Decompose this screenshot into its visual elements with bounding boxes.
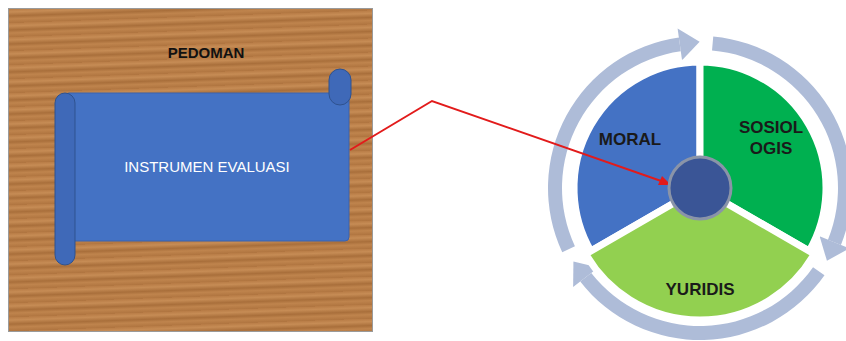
node-shape xyxy=(586,186,816,326)
wood-board: PEDOMAN INSTRUMEN EVALUASI xyxy=(8,8,373,332)
node-label: MORAL xyxy=(580,129,680,150)
node-label: INSTRUMEN EVALUASI xyxy=(77,158,337,177)
scroll-banner: INSTRUMEN EVALUASI xyxy=(53,65,353,269)
node-label: SOSIOL OGIS xyxy=(734,117,808,160)
cycle-arrowhead xyxy=(678,29,700,61)
segment-shape xyxy=(586,188,815,320)
node-label: PEDOMAN xyxy=(106,44,306,63)
scroll-roll xyxy=(329,69,351,105)
pie-segment: YURIDIS xyxy=(586,186,816,326)
pointer-arrowhead xyxy=(658,176,671,185)
cycle-arrowhead xyxy=(820,236,846,261)
pointer-line xyxy=(350,101,664,182)
center-circle xyxy=(669,157,731,219)
scroll-roll xyxy=(55,93,75,265)
scroll-body xyxy=(65,93,349,241)
node-label: YURIDIS xyxy=(630,279,770,300)
